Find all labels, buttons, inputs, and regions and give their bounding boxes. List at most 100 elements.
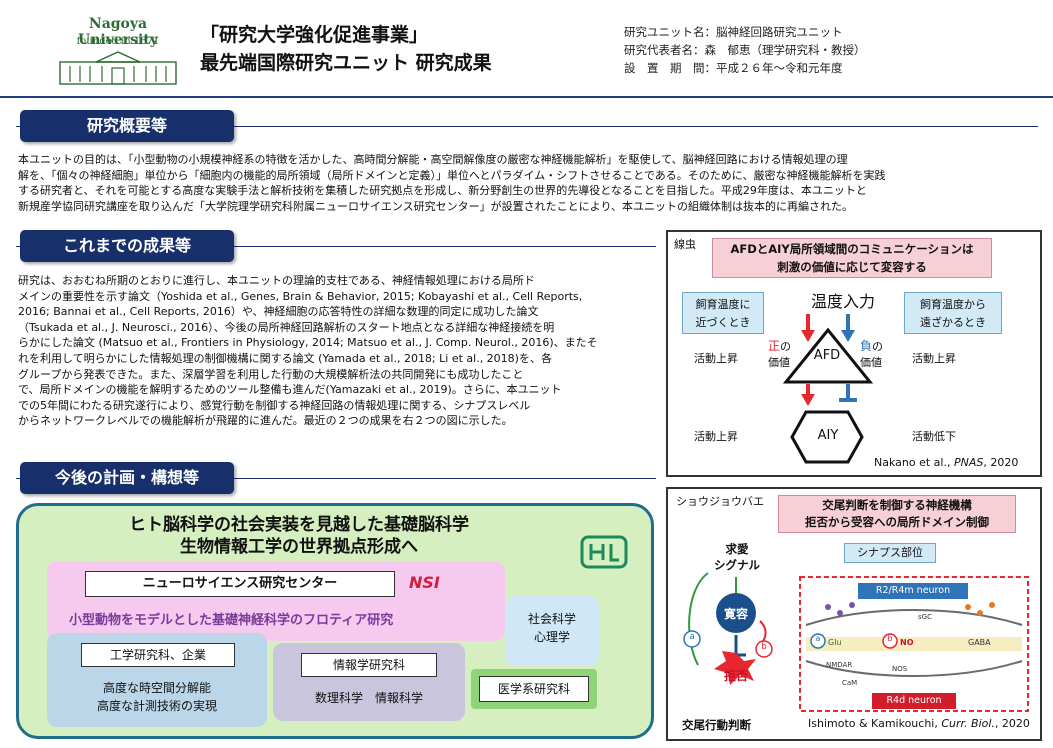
plan-main-title: ヒト脳科学の社会実装を見越した基礎脳科学 生物情報工学の世界拠点形成へ — [19, 514, 579, 558]
overview-text: 本ユニットの目的は、「小型動物の小規模神経系の特徴を活かした、高時間分解能・高空… — [18, 152, 1048, 214]
fig2-behavior-label: 交尾行動判断 — [682, 718, 751, 732]
social-line: 社会科学 — [527, 612, 576, 626]
fig2-citation-authors: Ishimoto & Kamikouchi, — [808, 717, 942, 730]
social-line: 心理学 — [533, 630, 570, 644]
overview-line: 解を、「個々の神経細胞」単位から「細胞内の機能的局所領域（局所ドメインと定義）」… — [18, 168, 886, 182]
fig2-vesicle — [849, 602, 855, 608]
results-line: らかにした論文 (Matsuo et al., Frontiers in Phy… — [18, 336, 598, 350]
fig2-title-line: 拒否から受容への局所ドメイン制御 — [805, 515, 989, 529]
fig2-organism: ショウジョウバエ — [676, 495, 764, 508]
plan-rule — [16, 478, 656, 479]
fig1-aiy-activity-right: 活動低下 — [912, 430, 956, 443]
fig1-citation-authors: Nakano et al., — [874, 456, 954, 469]
engineering-block: 工学研究科、企業 高度な時空間分解能 高度な計測技術の実現 — [47, 633, 267, 727]
fig2-title: 交尾判断を制御する神経機構 拒否から受容への局所ドメイン制御 — [778, 495, 1016, 533]
logo-name: Nagoya University — [78, 16, 158, 48]
results-line: での5年間にわたる研究遂行により、感覚行動を制御する神経回路の情報処理に関する、… — [18, 398, 531, 412]
fig2-reject-label: 拒否 — [723, 669, 748, 683]
header-rule — [0, 96, 1053, 98]
fig1-positive-char: 正 — [768, 339, 781, 353]
results-line: れを利用して明らかにした情報処理の制御機構に関する論文 (Yamada et a… — [18, 351, 552, 365]
fig1-citation-journal: PNAS — [953, 456, 984, 469]
fig2-citation-journal: Curr. Biol. — [941, 717, 995, 730]
engineering-name: 工学研究科、企業 — [81, 643, 235, 667]
fig2-synapse-mark-a-circle — [810, 633, 826, 649]
building-icon — [59, 51, 177, 85]
fig2-mark-b: b — [761, 642, 767, 652]
results-line: グループから発表できた。また、深層学習を利用した行動の大規模解析法の共同開発にも… — [18, 367, 524, 381]
fig1-approach-line: 飼育温度に — [695, 298, 751, 311]
frontier-research: 小型動物をモデルとした基礎神経科学のフロティア研究 — [69, 613, 394, 628]
fig2-vesicle — [837, 610, 843, 616]
fig1-negative-value-label: 価値 — [860, 356, 882, 369]
fig2-courtship-line: シグナル — [714, 558, 760, 572]
fig2-nos: NOS — [892, 665, 908, 673]
results-rule — [16, 246, 656, 247]
results-line: （Tsukada et al., J. Neurosci., 2016）、今後の… — [18, 320, 555, 334]
plan-diagram: ヒト脳科学の社会実装を見越した基礎脳科学 生物情報工学の世界拠点形成へ ニューロ… — [16, 503, 654, 739]
fig2-synapse-label: シナプス部位 — [844, 543, 936, 563]
afd-aiy-arrow-head — [801, 394, 815, 406]
fig2-vesicle — [965, 604, 971, 610]
fig2-neuron-top: R2/R4m neuron — [858, 583, 968, 599]
title-line-2: 最先端国際研究ユニット 研究成果 — [200, 52, 492, 74]
fig2-gaba: GABA — [968, 638, 991, 647]
unit-name: 研究ユニット名：脳神経回路研究ユニット — [624, 25, 843, 39]
fig2-title-line: 交尾判断を制御する神経機構 — [822, 498, 972, 512]
plan-heading: 今後の計画・構想等 — [20, 462, 234, 494]
fig2-sgc: sGC — [918, 613, 932, 621]
fig2-circuit-diagram — [683, 572, 1029, 712]
informatics-name: 情報学研究科 — [301, 653, 437, 677]
fig1-positive-value: 正の 価値 — [768, 338, 791, 371]
fig1-positive-particle: の — [780, 340, 792, 353]
center-name: ニューロサイエンス研究センター — [85, 571, 395, 597]
fig1-title: AFDとAIY局所領域間のコミュニケーションは 刺激の価値に応じて変容する — [712, 238, 992, 278]
fig1-input-label: 温度入力 — [810, 292, 875, 311]
social-text: 社会科学 心理学 — [505, 610, 599, 646]
fig1-circuit-diagram — [782, 314, 874, 464]
fig2-synaptic-cleft — [806, 637, 1022, 651]
fig1-negative-char: 負 — [860, 339, 873, 353]
fig2-neuron-bottom: R4d neuron — [872, 693, 956, 709]
fig1-aiy-activity-left: 活動上昇 — [694, 430, 738, 443]
fig1-title-line: AFDとAIY局所領域間のコミュニケーションは — [730, 242, 974, 256]
overview-rule — [16, 126, 1038, 127]
fig2-courtship-line: 求愛 — [725, 542, 749, 556]
fig1-organism: 線虫 — [674, 238, 696, 251]
positive-arrow-head — [801, 330, 815, 342]
plan-main-line: ヒト脳科学の社会実装を見越した基礎脳科学 — [129, 515, 469, 535]
fig1-citation: Nakano et al., PNAS, 2020 — [874, 456, 1018, 469]
fig2-synapse-mark-a: a — [815, 634, 821, 643]
fig2-citation-year: , 2020 — [994, 717, 1030, 730]
fig1-positive-value-label: 価値 — [768, 356, 790, 369]
informatics-text: 数理科学 情報科学 — [314, 691, 423, 705]
engineering-line: 高度な計測技術の実現 — [96, 699, 217, 713]
fig2-accept-circle — [716, 593, 756, 633]
fig1-afd-label: AFD — [813, 348, 841, 363]
fig1-approach-box: 飼育温度に 近づくとき — [682, 292, 764, 334]
fig1-afd-activity-left: 活動上昇 — [694, 352, 738, 365]
fig2-no: NO — [900, 638, 914, 647]
results-line: 2016; Bannai et al., Cell Reports, 2016）… — [18, 305, 539, 319]
figure-drosophila: ショウジョウバエ 交尾判断を制御する神経機構 拒否から受容への局所ドメイン制御 … — [666, 487, 1042, 741]
fig1-afd-activity-right: 活動上昇 — [912, 352, 956, 365]
fig1-negative-particle: の — [872, 340, 884, 353]
results-heading: これまでの成果等 — [20, 230, 234, 262]
fig2-synapse-mark-b: b — [887, 634, 893, 643]
fig1-citation-year: , 2020 — [983, 456, 1019, 469]
fig2-synapse-frame — [799, 576, 1029, 712]
fig2-bottom-membrane — [805, 660, 1023, 677]
fig2-excite-curve — [688, 572, 709, 666]
fig2-cam: CaM — [842, 679, 858, 687]
unit-period: 設 置 期 間：平成２６年〜令和元年度 — [624, 61, 843, 75]
informatics-block: 情報学研究科 数理科学 情報科学 — [273, 643, 465, 721]
fig2-accept-label: 寛容 — [723, 607, 748, 621]
fig2-vesicle — [825, 604, 831, 610]
engineering-line: 高度な時空間分解能 — [102, 681, 211, 695]
fig2-vesicle — [989, 602, 995, 608]
center-block: ニューロサイエンス研究センター NSI 小型動物をモデルとした基礎神経科学のフロ… — [47, 561, 505, 641]
university-logo: Nagoya University founded in 1871 — [48, 16, 188, 88]
fig2-mark-b-circle — [755, 640, 773, 658]
medicine-name: 医学系研究科 — [479, 676, 589, 702]
results-line: からネットワークレベルでの機能解析が飛躍的に進んだ。最近の２つの成果を右２つの図… — [18, 414, 513, 428]
